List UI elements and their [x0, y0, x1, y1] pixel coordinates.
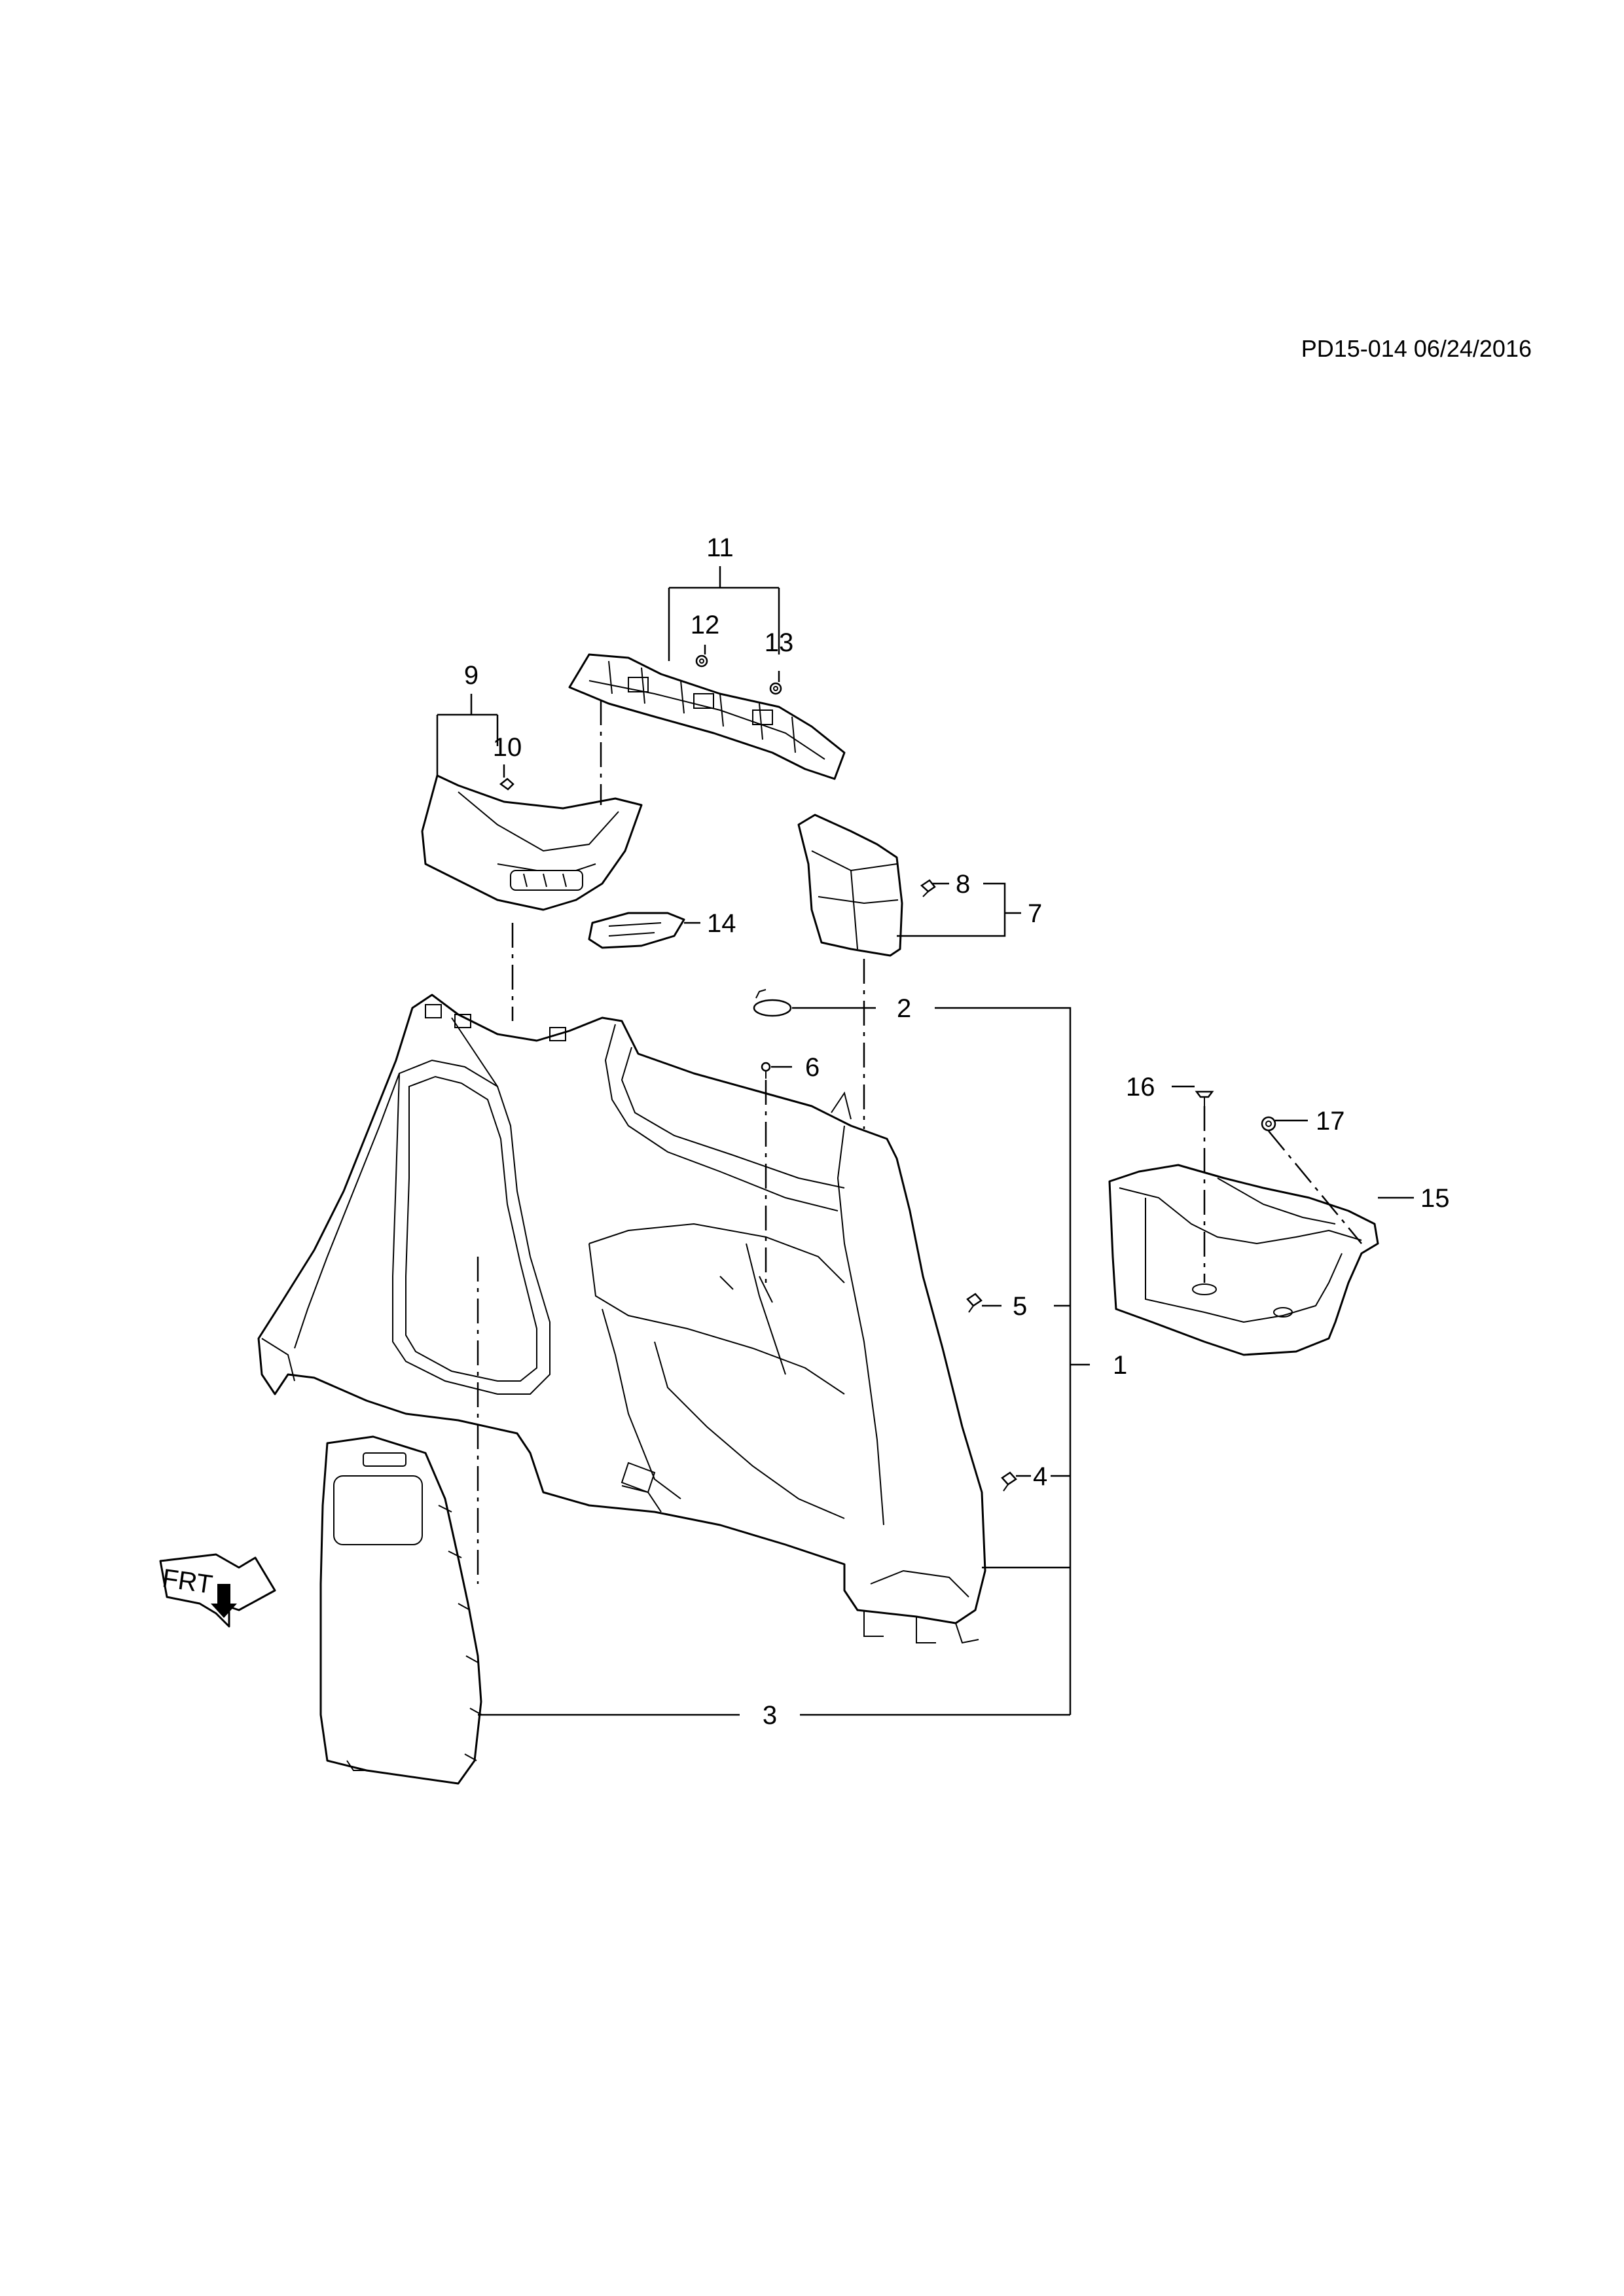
reference-code: PD15-014 06/24/2016 [1301, 335, 1532, 362]
part-11-upper-garnish [568, 653, 846, 780]
callout-2: 2 [897, 994, 911, 1023]
front-marker-text: FRT [160, 1564, 214, 1599]
callout-17: 17 [1316, 1107, 1345, 1136]
callout-5: 5 [1013, 1292, 1027, 1321]
part-10-clip-icon [499, 778, 514, 791]
part-7-right-upper-trim [797, 814, 903, 957]
callout-8: 8 [956, 870, 970, 899]
front-orientation-marker: FRT [159, 1553, 276, 1628]
callout-10: 10 [493, 733, 522, 762]
fasteners [499, 655, 1276, 1492]
callout-15: 15 [1420, 1184, 1450, 1213]
part-8-clip-icon [920, 879, 936, 897]
callout-14: 14 [707, 909, 736, 938]
part-4-clip-icon [1001, 1471, 1017, 1492]
callout-13: 13 [765, 628, 794, 657]
callout-labels: 11 12 13 9 10 14 8 7 2 6 16 17 15 5 1 4 … [464, 533, 1450, 1730]
callout-4: 4 [1033, 1462, 1047, 1491]
callout-9: 9 [464, 661, 478, 690]
part-14-handle [588, 912, 685, 949]
part-6-screw-icon [761, 1062, 771, 1079]
leader-lines [436, 566, 1414, 1716]
callout-1: 1 [1113, 1351, 1127, 1380]
part-13-nut-icon [769, 682, 782, 695]
callout-7: 7 [1028, 899, 1042, 928]
part-1-quarter-trim-panel [257, 994, 986, 1644]
assembly-lines [477, 700, 1362, 1584]
part-17-grommet-icon [1261, 1116, 1276, 1132]
part-9-left-upper-trim [421, 774, 643, 911]
part-5-clip-icon [966, 1293, 983, 1313]
callout-12: 12 [691, 611, 720, 639]
part-3-lower-cover [319, 1435, 482, 1785]
callout-3: 3 [763, 1701, 777, 1730]
part-16-screw-icon [1195, 1090, 1214, 1106]
callout-11: 11 [706, 533, 734, 562]
part-2-cap-icon [753, 999, 792, 1017]
callout-16: 16 [1126, 1073, 1155, 1102]
part-15-storage-tray [1108, 1164, 1379, 1356]
callout-6: 6 [805, 1053, 820, 1082]
part-12-nut-icon [695, 655, 708, 668]
